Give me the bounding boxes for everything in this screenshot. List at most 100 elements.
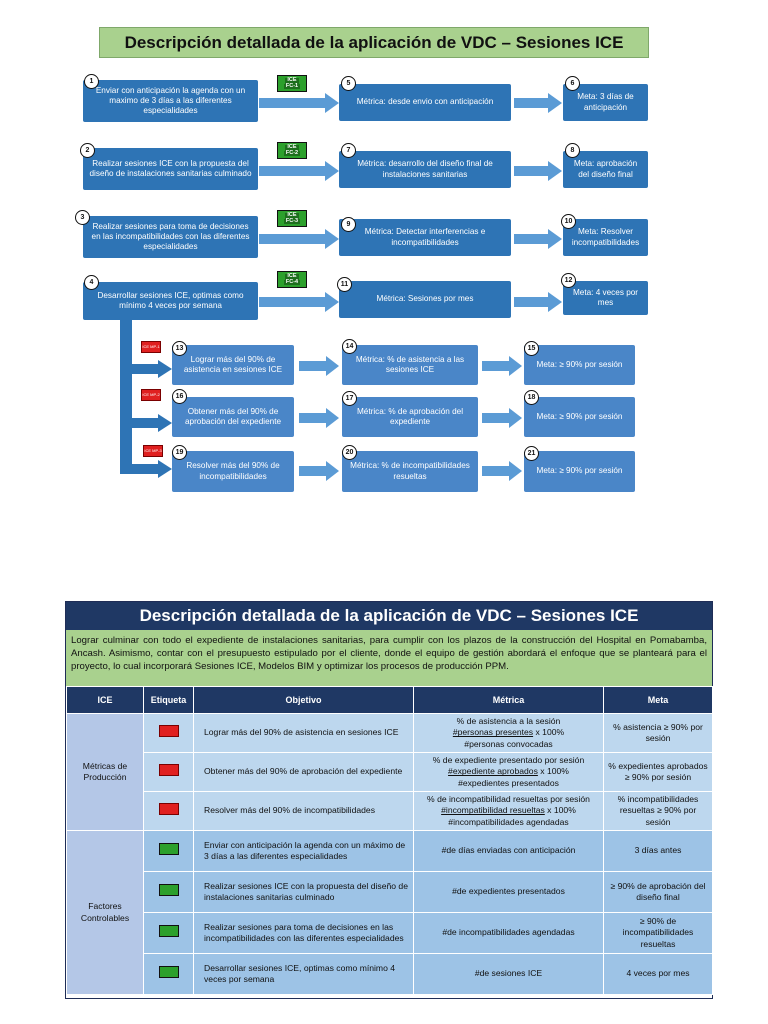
ice-mp-tag-icon (158, 725, 179, 738)
meta-cell: ≥ 90% de aprobación del diseño final (603, 871, 713, 913)
table-intro: Lograr culminar con todo el expediente d… (66, 630, 712, 686)
diagram-box-21: Meta: ≥ 90% por sesión (524, 451, 635, 492)
tag-cell (143, 912, 194, 954)
objetivo-cell: Resolver más del 90% de incompatibilidad… (193, 791, 414, 831)
metrica-multiplier: x 100% (544, 805, 576, 816)
arrow-right-icon (514, 292, 562, 312)
ice-mp-1-tag: ICE MP-1 (141, 341, 161, 353)
meta-cell: ≥ 90% de incompatibilidades resueltas (603, 912, 713, 954)
ice-fc-tag-icon (158, 884, 179, 897)
arrow-right-icon (120, 360, 172, 378)
step-number-16: 16 (172, 389, 187, 404)
ice-mp-tag-icon (158, 803, 179, 816)
step-number-3: 3 (75, 210, 90, 225)
group-controllable: Factores Controlables (66, 830, 144, 995)
step-number-9: 9 (341, 217, 356, 232)
step-number-8: 8 (565, 143, 580, 158)
metrica-cell: % de expediente presentado por sesión #e… (413, 752, 604, 792)
objetivo-cell: Realizar sesiones ICE con la propuesta d… (193, 871, 414, 913)
metrica-cell: #de incompatibilidades agendadas (413, 912, 604, 954)
diagram-box-7: Métrica: desarrollo del diseño final de … (339, 151, 511, 188)
metrica-denominator: #personas convocadas (464, 738, 553, 749)
arrow-right-icon (299, 408, 339, 428)
arrow-right-icon (299, 461, 339, 481)
arrow-right-icon (514, 161, 562, 181)
header-meta: Meta (603, 686, 713, 714)
diagram-box-18: Meta: ≥ 90% por sesión (524, 397, 635, 437)
arrow-right-icon (482, 356, 522, 376)
objetivo-cell: Realizar sesiones para toma de decisione… (193, 912, 414, 954)
table-row: Desarrollar sesiones ICE, optimas como m… (67, 953, 713, 995)
step-number-17: 17 (342, 391, 357, 406)
step-number-2: 2 (80, 143, 95, 158)
metrica-line: % de expediente presentado por sesión (432, 755, 585, 766)
step-number-18: 18 (524, 390, 539, 405)
diagram-box-6: Meta: 3 días de anticipación (563, 84, 648, 121)
metrica-denominator: #expedientes presentados (458, 777, 559, 788)
vdc-table: Descripción detallada de la aplicación d… (65, 601, 713, 999)
meta-cell: 4 veces por mes (603, 953, 713, 995)
table-row: Obtener más del 90% de aprobación del ex… (67, 752, 713, 792)
metrica-formula: #personas presentes x 100% (418, 727, 599, 738)
table-row: Realizar sesiones ICE con la propuesta d… (67, 871, 713, 913)
step-number-4: 4 (84, 275, 99, 290)
diagram-box-5: Métrica: desde envio con anticipación (339, 84, 511, 121)
ice-table: ICE Etiqueta Objetivo Métrica Meta Métri… (66, 686, 713, 995)
metrica-cell: #de expedientes presentados (413, 871, 604, 913)
metrica-multiplier: x 100% (533, 727, 565, 738)
tag-cell (143, 713, 194, 753)
diagram-title: Descripción detallada de la aplicación d… (99, 27, 649, 58)
header-objetivo: Objetivo (193, 686, 414, 714)
ice-fc-tag-icon (158, 966, 179, 979)
objetivo-cell: Lograr más del 90% de asistencia en sesi… (193, 713, 414, 753)
diagram-box-9: Métrica: Detectar interferencias e incom… (339, 219, 511, 256)
table-row: Realizar sesiones para toma de decisione… (67, 912, 713, 954)
diagram-box-12: Meta: 4 veces por mes (563, 281, 648, 315)
header-metrica: Métrica (413, 686, 604, 714)
step-number-21: 21 (524, 446, 539, 461)
diagram-box-11: Métrica: Sesiones por mes (339, 281, 511, 318)
meta-cell: 3 días antes (603, 830, 713, 872)
diagram-box-19: Resolver más del 90% de incompatibilidad… (172, 451, 294, 492)
metrica-formula: #incompatibilidad resueltas x 100% (418, 805, 599, 816)
header-ice: ICE (66, 686, 144, 714)
header-etiqueta: Etiqueta (143, 686, 194, 714)
ice-fc-tag-icon (158, 925, 179, 938)
metrica-cell: % de asistencia a la sesión #personas pr… (413, 713, 604, 753)
arrow-right-icon (120, 414, 172, 432)
step-number-12: 12 (561, 273, 576, 288)
step-number-11: 11 (337, 277, 352, 292)
objetivo-cell: Obtener más del 90% de aprobación del ex… (193, 752, 414, 792)
table-title: Descripción detallada de la aplicación d… (66, 602, 712, 630)
arrow-right-icon (514, 229, 562, 249)
tag-cell (143, 830, 194, 872)
tag-cell (143, 871, 194, 913)
diagram-box-20: Métrica: % de incompatibilidades resuelt… (342, 451, 478, 492)
metrica-denominator: #incompatibilidades agendadas (448, 816, 569, 827)
metrica-numerator: #incompatibilidad resueltas (441, 805, 545, 816)
table-row: Factores Controlables Enviar con anticip… (66, 830, 713, 995)
diagram-box-8: Meta: aprobación del diseño final (563, 151, 648, 188)
diagram-box-1: Enviar con anticipación la agenda con un… (83, 80, 258, 122)
metrica-cell: #de sesiones ICE (413, 953, 604, 995)
ice-fc-tag-icon (158, 843, 179, 856)
meta-cell: % asistencia ≥ 90% por sesión (603, 713, 713, 753)
arrow-right-icon (482, 408, 522, 428)
step-number-15: 15 (524, 341, 539, 356)
tag-cell (143, 953, 194, 995)
metrica-multiplier: x 100% (537, 766, 569, 777)
metrica-numerator: #personas presentes (452, 727, 534, 738)
table-row: Resolver más del 90% de incompatibilidad… (67, 791, 713, 831)
step-number-6: 6 (565, 76, 580, 91)
diagram-box-14: Métrica: % de asistencia a las sesiones … (342, 345, 478, 385)
step-number-5: 5 (341, 76, 356, 91)
arrow-right-icon (259, 229, 339, 249)
meta-cell: % incompatibilidades resueltas ≥ 90% por… (603, 791, 713, 831)
step-number-13: 13 (172, 341, 187, 356)
step-number-7: 7 (341, 143, 356, 158)
tag-cell (143, 752, 194, 792)
